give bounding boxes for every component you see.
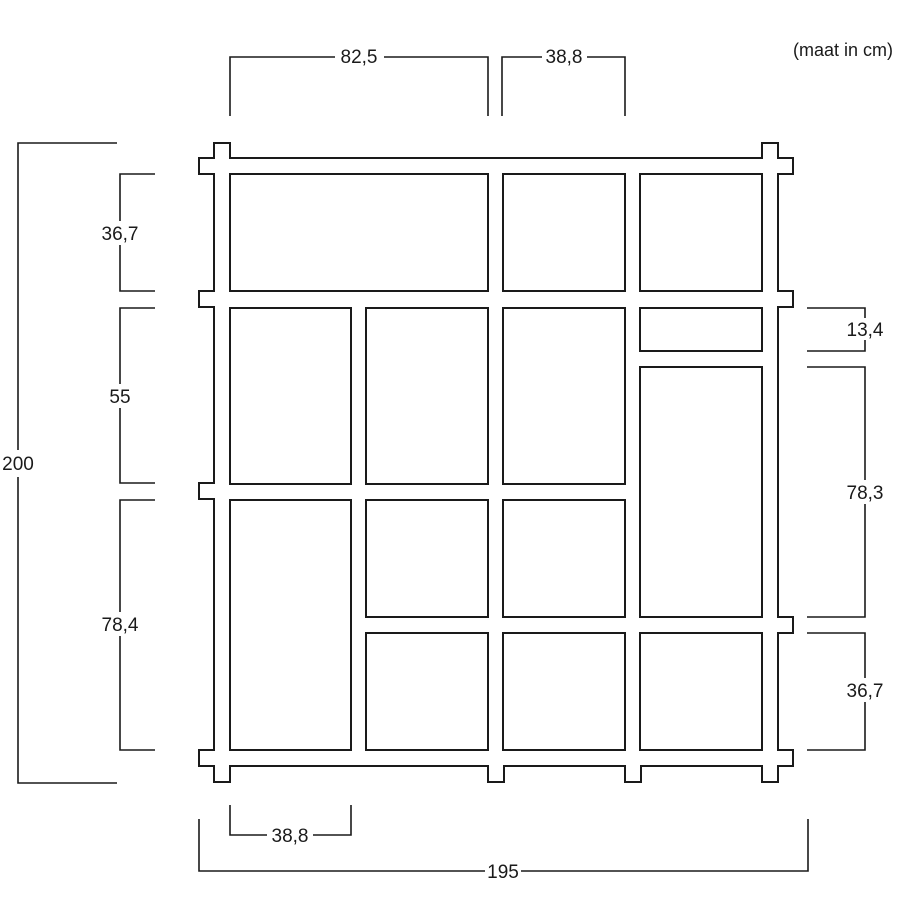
dim-top-left: 82,5 xyxy=(229,47,489,116)
compartment-row3-col2 xyxy=(365,499,489,618)
dim-total-width-label: 195 xyxy=(487,862,519,883)
dim-top-right: 38,8 xyxy=(501,47,626,116)
dim-right-bottom: 36,7 xyxy=(807,632,884,751)
compartment-top-right xyxy=(639,173,763,292)
dim-bottom-cell-label: 38,8 xyxy=(272,826,309,847)
compartment-small-right xyxy=(639,307,763,352)
dim-right-small-label: 13,4 xyxy=(847,320,884,341)
compartment-top-middle xyxy=(502,173,626,292)
compartment-row2-col3 xyxy=(502,307,626,485)
dim-right-bottom-label: 36,7 xyxy=(847,681,884,702)
dim-left-row2: 55 xyxy=(109,307,155,484)
dim-total-height: 200 xyxy=(2,142,117,784)
dim-top-left-label: 82,5 xyxy=(341,47,378,68)
dim-left-row2-label: 55 xyxy=(109,387,130,408)
unit-note: (maat in cm) xyxy=(793,40,893,60)
dim-left-row1-label: 36,7 xyxy=(102,224,139,245)
compartment-row2-col2 xyxy=(365,307,489,485)
dim-left-row3: 78,4 xyxy=(102,499,155,751)
compartment-tall-left xyxy=(229,499,352,751)
dim-total-width: 195 xyxy=(198,819,809,883)
dim-top-right-label: 38,8 xyxy=(546,47,583,68)
dim-right-tall: 78,3 xyxy=(807,366,884,618)
dim-total-height-label: 200 xyxy=(2,454,34,475)
compartment-bottom-col4 xyxy=(639,632,763,751)
compartment-row3-col3 xyxy=(502,499,626,618)
compartment-tall-right xyxy=(639,366,763,618)
dim-right-small: 13,4 xyxy=(807,307,884,352)
dim-right-tall-label: 78,3 xyxy=(847,483,884,504)
compartment-bottom-col3 xyxy=(502,632,626,751)
dim-left-row3-label: 78,4 xyxy=(102,615,139,636)
compartments xyxy=(229,173,763,751)
compartment-top-wide xyxy=(229,173,489,292)
compartment-row2-col1 xyxy=(229,307,352,485)
compartment-bottom-col2 xyxy=(365,632,489,751)
dim-left-row1: 36,7 xyxy=(102,173,155,292)
dim-bottom-cell: 38,8 xyxy=(229,805,352,847)
